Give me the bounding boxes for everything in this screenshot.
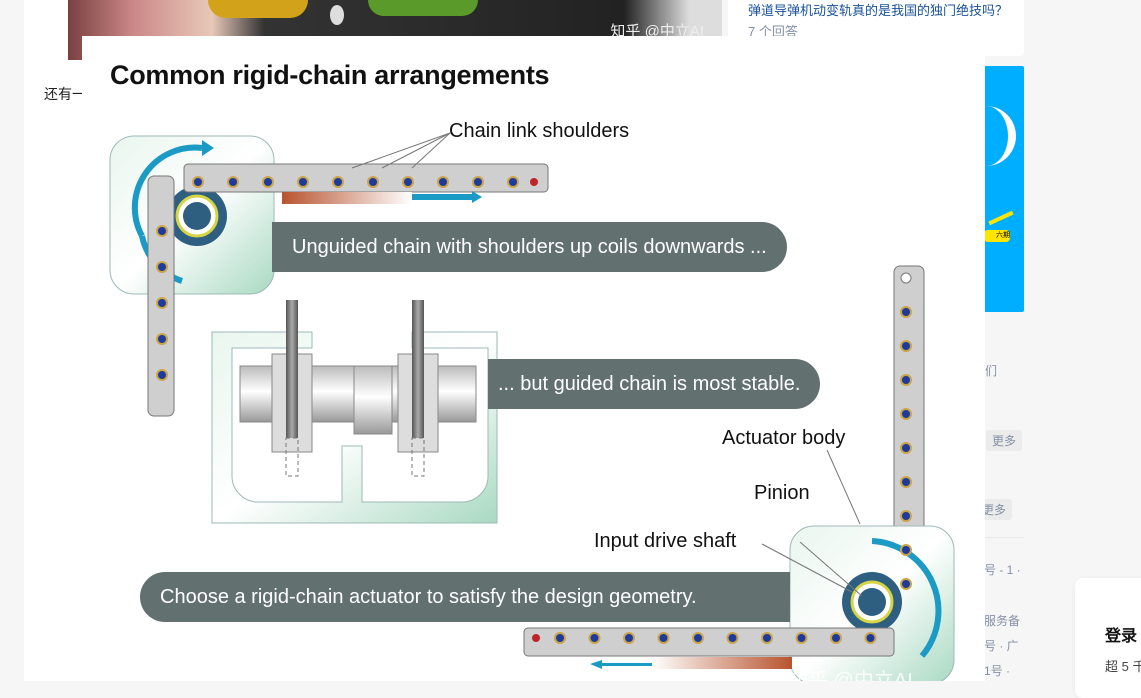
- login-subtitle: 超 5 千: [1105, 659, 1141, 674]
- chain-pin: [902, 342, 910, 350]
- figure-graphic: [109, 132, 955, 681]
- chain-pin: [763, 634, 771, 642]
- divider: [984, 537, 1024, 538]
- chain-pin: [194, 178, 202, 186]
- related-question-link[interactable]: 弹道导弹机动变轨真的是我国的独门绝技吗？ 7 个回答: [748, 0, 1010, 42]
- image-viewer[interactable]: Common rigid-chain arrangements Chain li…: [82, 36, 985, 681]
- chain-top: [183, 163, 549, 193]
- chain-pin: [334, 178, 342, 186]
- chain-pin: [902, 376, 910, 384]
- chain-pin: [158, 263, 166, 271]
- extend-arrow: [412, 191, 482, 203]
- caption-unguided: Unguided chain with shoulders up coils d…: [272, 222, 787, 272]
- chain-pin: [556, 634, 564, 642]
- figure-title: Common rigid-chain arrangements: [110, 60, 550, 90]
- chain-pin: [832, 634, 840, 642]
- chain-pin: [369, 178, 377, 186]
- banner-graphic: [988, 210, 1014, 226]
- chain-pin: [694, 634, 702, 642]
- sprocket: [286, 300, 298, 438]
- login-card: 登录 超 5 千: [1075, 578, 1141, 698]
- chain-pin: [902, 308, 910, 316]
- chain-pin: [866, 634, 875, 642]
- chain-pin: [299, 178, 307, 186]
- related-question-text[interactable]: 弹道导弹机动变轨真的是我国的独门绝技吗？: [748, 3, 1009, 18]
- more-button[interactable]: 更多: [976, 499, 1013, 520]
- chain-pin: [902, 444, 910, 452]
- chain-left: [147, 175, 175, 417]
- sidebar-text: 们: [985, 364, 998, 378]
- label-chain-link-shoulders: Chain link shoulders: [449, 120, 630, 142]
- chain-pin: [902, 580, 910, 588]
- retract-arrow: [590, 660, 652, 669]
- photo-detail: [368, 0, 478, 16]
- footer-text: 服务备: [984, 614, 1021, 628]
- login-title: 登录: [1105, 628, 1138, 645]
- chain-pin: [158, 371, 166, 379]
- label-actuator-body: Actuator body: [722, 427, 846, 449]
- pinion-gear-bottom: [842, 572, 902, 632]
- photo-watermark: 知乎 @中立AI: [610, 23, 704, 40]
- chain-pin: [728, 634, 737, 642]
- guide-housing: [211, 331, 498, 524]
- footer-text: 号 · 广: [984, 639, 1019, 653]
- more-button[interactable]: 更多: [986, 430, 1023, 451]
- chain-pin: [659, 634, 668, 642]
- sprocket: [412, 300, 424, 438]
- chain-pin: [474, 178, 482, 186]
- footer-text: 号 - 1 ·: [984, 563, 1021, 577]
- caption-guided: ... but guided chain is most stable.: [488, 359, 821, 409]
- rotation-arrow: [131, 144, 203, 238]
- pinion-gear-top: [167, 186, 227, 246]
- chain-pin: [404, 178, 412, 186]
- chain-pin: [509, 178, 517, 186]
- chain-pin: [902, 546, 910, 554]
- footer-text: 1号 ·: [984, 664, 1011, 678]
- image-watermark: 知乎 @中立AI: [788, 670, 913, 681]
- article-body-text: 还有一: [44, 86, 86, 102]
- chain-pin: [158, 299, 166, 307]
- chain-end-pin: [530, 178, 538, 186]
- heat-gradient: [282, 192, 412, 204]
- chain-pin: [590, 634, 599, 642]
- chain-pin: [902, 512, 910, 520]
- ad-banner[interactable]: 六期: [984, 66, 1024, 312]
- label-input-drive-shaft: Input drive shaft: [594, 530, 737, 552]
- chain-end-pin: [532, 634, 540, 642]
- leader-lines: [351, 132, 863, 597]
- photo-detail: [208, 0, 308, 18]
- chain-pin: [158, 227, 166, 235]
- chain-pin: [229, 178, 237, 186]
- answer-count: 7 个回答: [748, 24, 798, 39]
- banner-graphic: [984, 106, 1016, 166]
- chain-pin: [264, 178, 272, 186]
- chain-pin: [902, 478, 910, 486]
- chain-pin: [158, 335, 166, 343]
- chain-pin: [439, 178, 447, 186]
- chain-pin: [797, 634, 806, 642]
- chain-pin: [902, 410, 910, 418]
- chain-pin: [625, 634, 633, 642]
- banner-tag: 六期: [984, 230, 1010, 242]
- label-pinion: Pinion: [754, 482, 810, 504]
- caption-choose: Choose a rigid-chain actuator to satisfy…: [140, 572, 790, 622]
- photo-detail: [330, 5, 344, 25]
